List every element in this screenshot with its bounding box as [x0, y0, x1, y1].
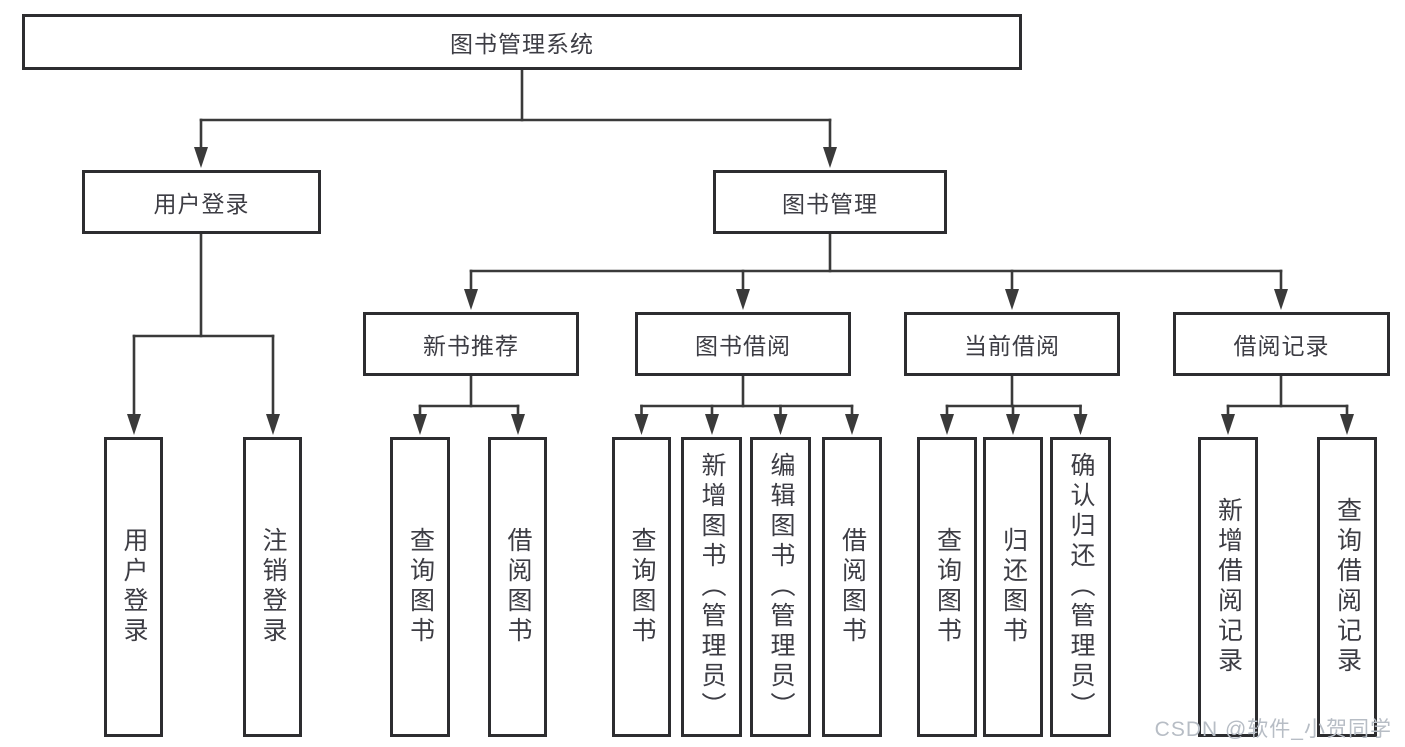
node-leaf-query-record-label: 查询借阅记录 — [1333, 497, 1362, 677]
node-leaf-edit-book: 编辑图书（管理员） — [750, 437, 811, 737]
node-user-login: 用户登录 — [82, 170, 321, 234]
node-leaf-borrow-book-2: 借阅图书 — [822, 437, 882, 737]
node-leaf-add-record-label: 新增借阅记录 — [1214, 497, 1243, 677]
node-leaf-edit-book-label: 编辑图书（管理员） — [767, 452, 795, 722]
node-leaf-user-login: 用户登录 — [104, 437, 163, 737]
node-root-label: 图书管理系统 — [450, 31, 594, 57]
node-leaf-borrow-book-1: 借阅图书 — [488, 437, 547, 737]
node-leaf-return-book-label: 归还图书 — [999, 527, 1028, 647]
node-root: 图书管理系统 — [22, 14, 1022, 70]
node-leaf-user-login-label: 用户登录 — [120, 527, 148, 647]
csdn-watermark: CSDN @软件_小贺同学 — [1154, 718, 1392, 741]
node-borrow-records: 借阅记录 — [1173, 312, 1390, 376]
node-leaf-borrow-book-2-label: 借阅图书 — [838, 527, 867, 647]
node-leaf-confirm-return: 确认归还（管理员） — [1050, 437, 1111, 737]
node-current-borrow-label: 当前借阅 — [964, 333, 1060, 359]
node-leaf-query-book-3: 查询图书 — [917, 437, 977, 737]
node-leaf-query-book-2-label: 查询图书 — [628, 527, 656, 647]
node-book-mgmt-label: 图书管理 — [782, 191, 878, 217]
node-leaf-query-book-2: 查询图书 — [612, 437, 671, 737]
node-leaf-logout: 注销登录 — [243, 437, 302, 737]
node-leaf-borrow-book-1-label: 借阅图书 — [504, 527, 532, 647]
node-leaf-add-book-label: 新增图书（管理员） — [698, 452, 726, 722]
node-new-book-rec-label: 新书推荐 — [423, 333, 519, 359]
node-borrow-records-label: 借阅记录 — [1233, 333, 1330, 359]
node-book-mgmt: 图书管理 — [713, 170, 947, 234]
node-leaf-query-book-1-label: 查询图书 — [406, 527, 435, 647]
node-leaf-logout-label: 注销登录 — [259, 527, 287, 647]
node-leaf-add-record: 新增借阅记录 — [1198, 437, 1258, 737]
node-leaf-add-book: 新增图书（管理员） — [681, 437, 742, 737]
node-book-borrow: 图书借阅 — [635, 312, 851, 376]
node-leaf-query-book-3-label: 查询图书 — [933, 527, 962, 647]
node-book-borrow-label: 图书借阅 — [695, 333, 791, 359]
node-leaf-query-record: 查询借阅记录 — [1317, 437, 1377, 737]
node-new-book-rec: 新书推荐 — [363, 312, 579, 376]
node-leaf-confirm-return-label: 确认归还（管理员） — [1067, 452, 1095, 722]
node-leaf-return-book: 归还图书 — [983, 437, 1043, 737]
node-current-borrow: 当前借阅 — [904, 312, 1120, 376]
node-user-login-label: 用户登录 — [153, 191, 250, 217]
node-leaf-query-book-1: 查询图书 — [390, 437, 450, 737]
